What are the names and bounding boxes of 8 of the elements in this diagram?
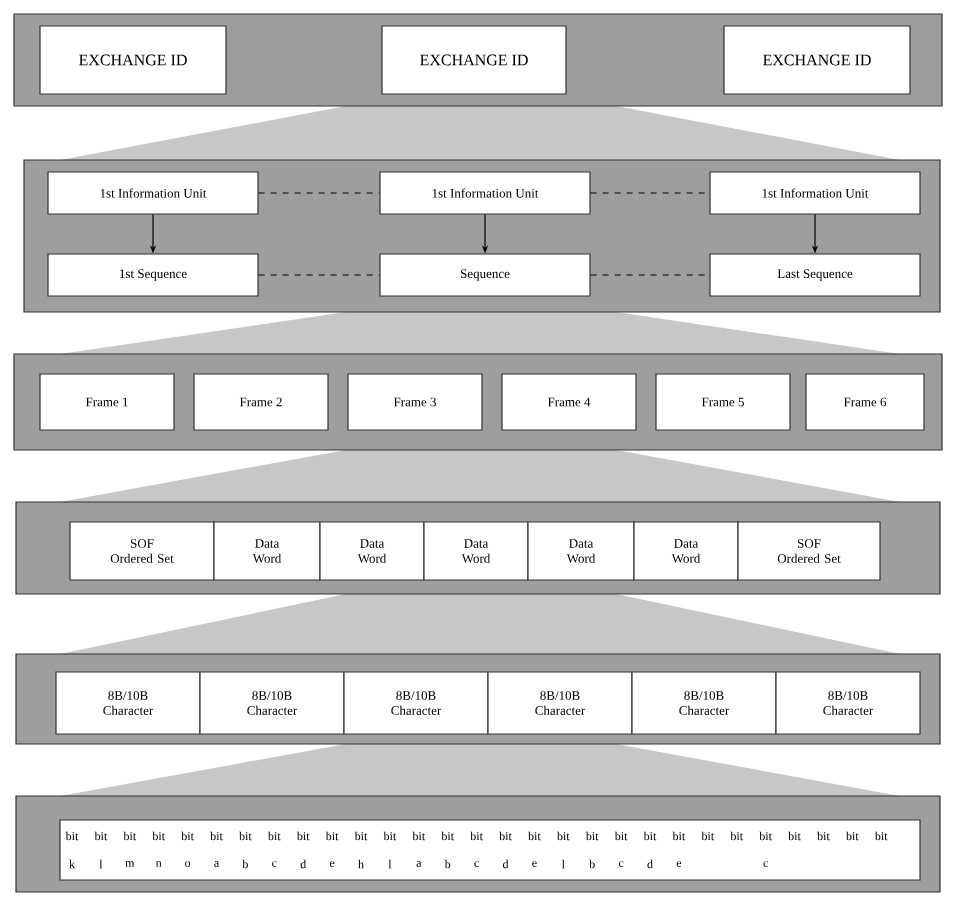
dashed-line (258, 274, 380, 276)
bit-box (59, 819, 921, 881)
text-box: EXCHANGE ID (39, 25, 227, 95)
dashed-line (258, 192, 380, 194)
dashed-line (590, 274, 710, 276)
text-box: EXCHANGE ID (381, 25, 567, 95)
dashed-line (590, 192, 710, 194)
text-box: EXCHANGE ID (723, 25, 911, 95)
